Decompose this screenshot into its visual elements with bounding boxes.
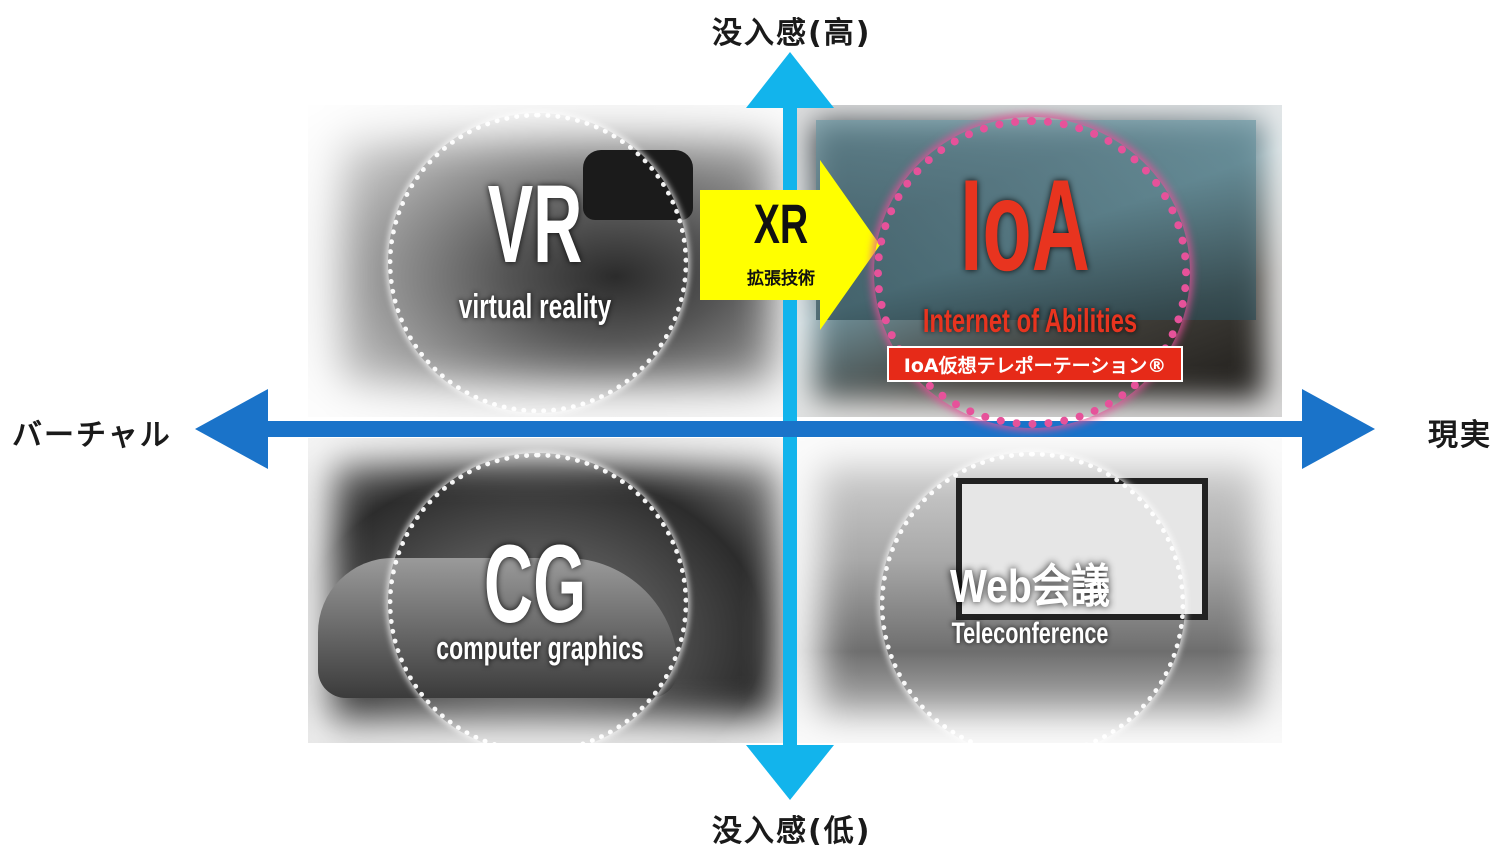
ioa-subtitle: Internet of Abilities — [922, 302, 1138, 339]
vr-subtitle: virtual reality — [458, 288, 612, 326]
xr-arrow-shape — [700, 160, 880, 330]
vr-circle — [388, 113, 688, 413]
axis-label-left: バーチャル — [12, 418, 172, 453]
xr-subtitle: 拡張技術 — [747, 269, 815, 289]
ioa-title: IoA — [960, 152, 1090, 298]
xr-title: XR — [753, 192, 809, 255]
axis-label-right: 現実 — [1428, 418, 1492, 453]
vr-title: VR — [487, 163, 583, 286]
ioa-badge: IoA仮想テレポーテーション® — [887, 346, 1183, 382]
ioa-circle — [874, 117, 1190, 428]
cg-subtitle: computer graphics — [436, 630, 644, 666]
cg-title: CG — [483, 523, 587, 646]
web-circle — [880, 452, 1185, 757]
axis-label-bottom: 没入感(低) — [712, 814, 872, 849]
web-subtitle: Teleconference — [951, 617, 1109, 650]
axis-label-top: 没入感(高) — [712, 16, 872, 51]
cg-circle — [388, 453, 688, 753]
web-title: Web会議 — [949, 560, 1111, 612]
